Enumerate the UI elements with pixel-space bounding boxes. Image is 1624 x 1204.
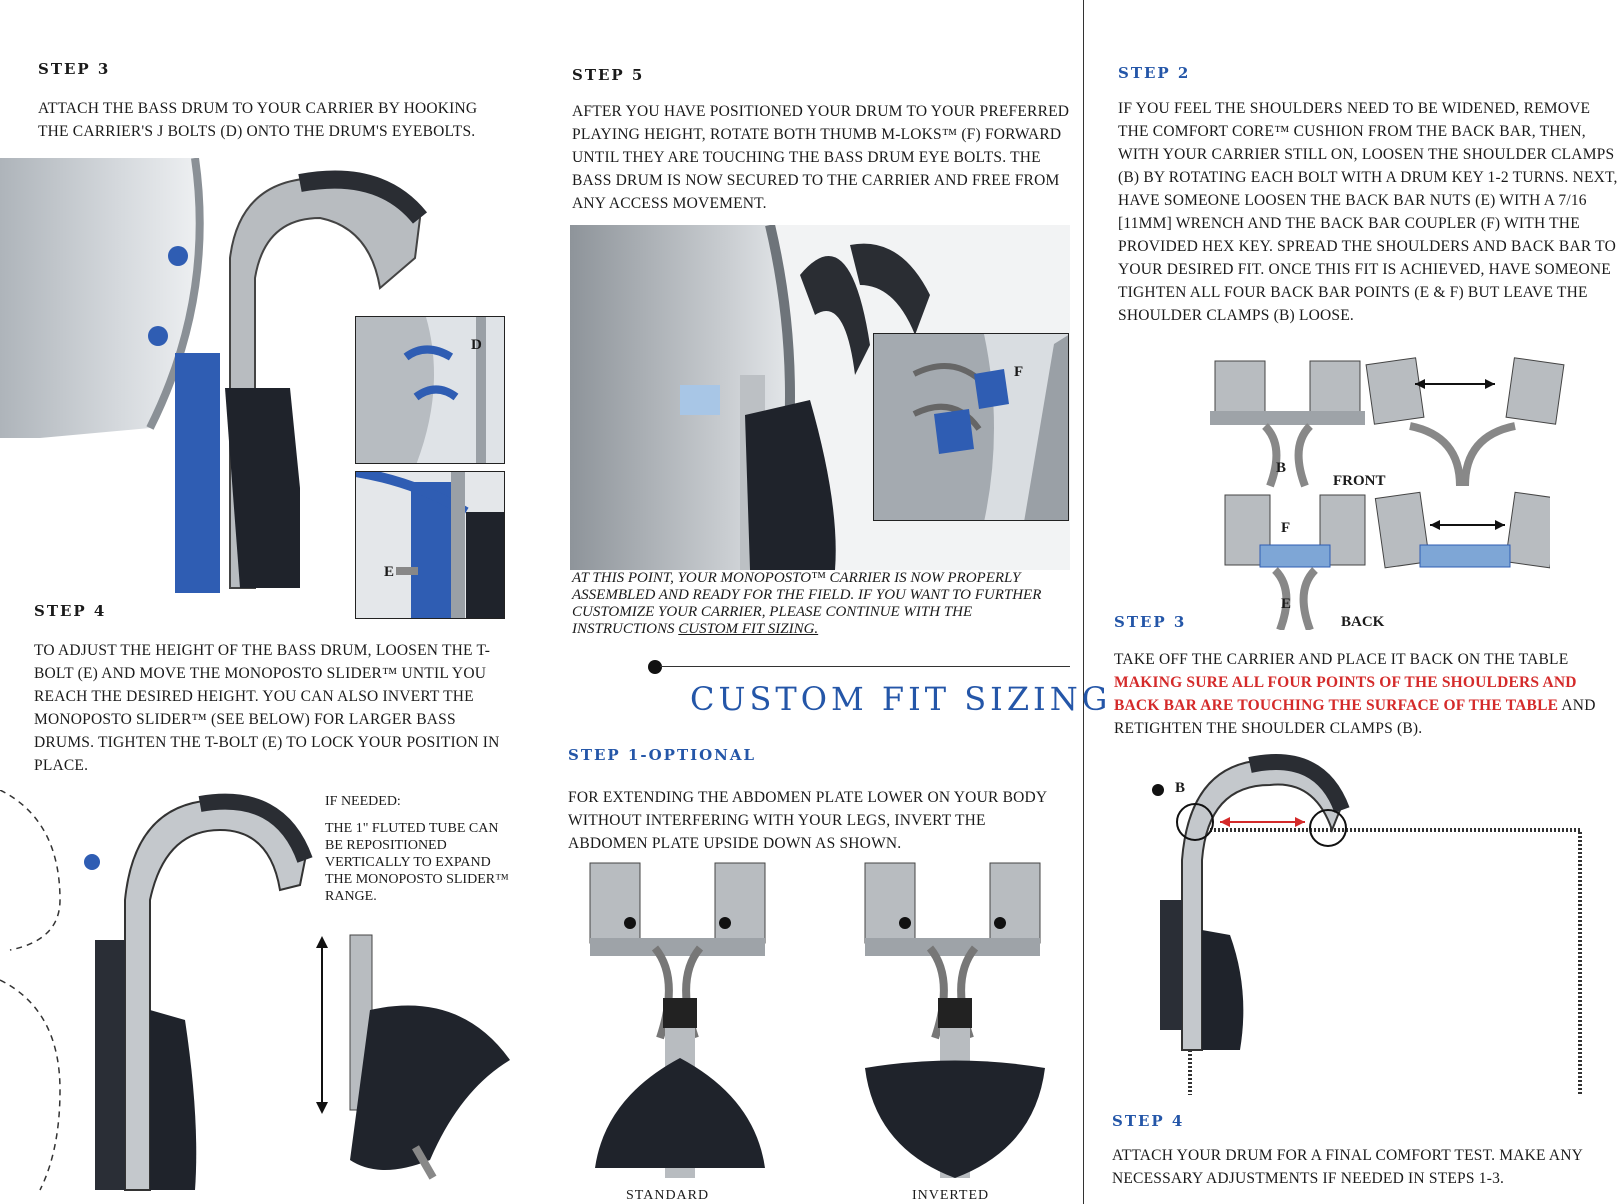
col3-step3-text: TAKE OFF THE CARRIER AND PLACE IT BACK O…: [1114, 648, 1614, 740]
label-d: D: [471, 337, 482, 353]
col2-step5-text: AFTER YOU HAVE POSITIONED YOUR DRUM TO Y…: [572, 103, 1070, 212]
step3-text-pre: TAKE OFF THE CARRIER AND PLACE IT BACK O…: [1114, 651, 1569, 668]
label-b-front: B: [1276, 460, 1287, 476]
col3-step3-title: STEP 3: [1114, 613, 1187, 631]
heading-bullet: [648, 660, 662, 674]
standard-abdomen-plate-figure: [589, 862, 766, 1178]
label-front: FRONT: [1333, 473, 1386, 489]
col2-step5-title: STEP 5: [572, 66, 645, 84]
col3-step4-text: ATTACH YOUR DRUM FOR A FINAL COMFORT TES…: [1112, 1147, 1583, 1187]
monoposto-slider-figure: [0, 790, 313, 1191]
fluted-tube-note: THE 1" FLUTED TUBE CAN BE REPOSITIONED V…: [325, 821, 509, 904]
front-view-figure: [1210, 357, 1565, 488]
inverted-abdomen-plate-figure: [864, 862, 1045, 1178]
inset-j-bolt-figure: D: [355, 316, 505, 464]
col1-step3-title: STEP 3: [38, 60, 111, 78]
label-e-back: E: [1281, 596, 1292, 612]
caption-standard: STANDARD: [626, 1188, 710, 1203]
note-link[interactable]: CUSTOM FIT SIZING.: [678, 621, 819, 637]
heading-rule: [660, 666, 1070, 667]
col2-step1-title: STEP 1-OPTIONAL: [568, 746, 757, 764]
col2-step1-text: FOR EXTENDING THE ABDOMEN PLATE LOWER ON…: [568, 789, 1047, 852]
back-view-figure: [1224, 491, 1550, 630]
col1-step4-title: STEP 4: [34, 602, 107, 620]
fluted-tube-figure: [316, 934, 510, 1180]
col1-step3-text: ATTACH THE BASS DRUM TO YOUR CARRIER BY …: [38, 100, 478, 140]
carrier-on-table-figure: [1152, 754, 1582, 1095]
note-text: AT THIS POINT, YOUR MONOPOSTO™ CARRIER I…: [572, 570, 1042, 637]
col3-step2-text: IF YOU FEEL THE SHOULDERS NEED TO BE WID…: [1118, 100, 1618, 324]
assembly-complete-note: AT THIS POINT, YOUR MONOPOSTO™ CARRIER I…: [572, 570, 1072, 638]
label-f-back: F: [1281, 520, 1291, 536]
caption-inverted: INVERTED: [912, 1188, 990, 1203]
inset-m-lok-figure: F: [873, 333, 1069, 521]
col1-step4-text: TO ADJUST THE HEIGHT OF THE BASS DRUM, L…: [34, 642, 500, 774]
step3-text-post: AND RETIGHTEN THE SHOULDER CLAMPS (B).: [1114, 697, 1596, 737]
col3-step2-title: STEP 2: [1118, 64, 1191, 82]
inset-t-bolt-figure: E: [355, 471, 505, 619]
label-f: F: [1014, 364, 1024, 380]
step3-carrier-drum-figure: [0, 158, 428, 593]
if-needed-label: IF NEEDED:: [325, 794, 401, 809]
custom-fit-sizing-heading: CUSTOM FIT SIZING: [690, 680, 1112, 718]
label-back: BACK: [1341, 614, 1385, 630]
step3-text-warning: MAKING SURE ALL FOUR POINTS OF THE SHOUL…: [1114, 674, 1577, 714]
column-divider: [1083, 0, 1084, 1204]
label-b-table: B: [1175, 780, 1186, 796]
label-e: E: [384, 564, 395, 580]
col3-step4-title: STEP 4: [1112, 1112, 1185, 1130]
